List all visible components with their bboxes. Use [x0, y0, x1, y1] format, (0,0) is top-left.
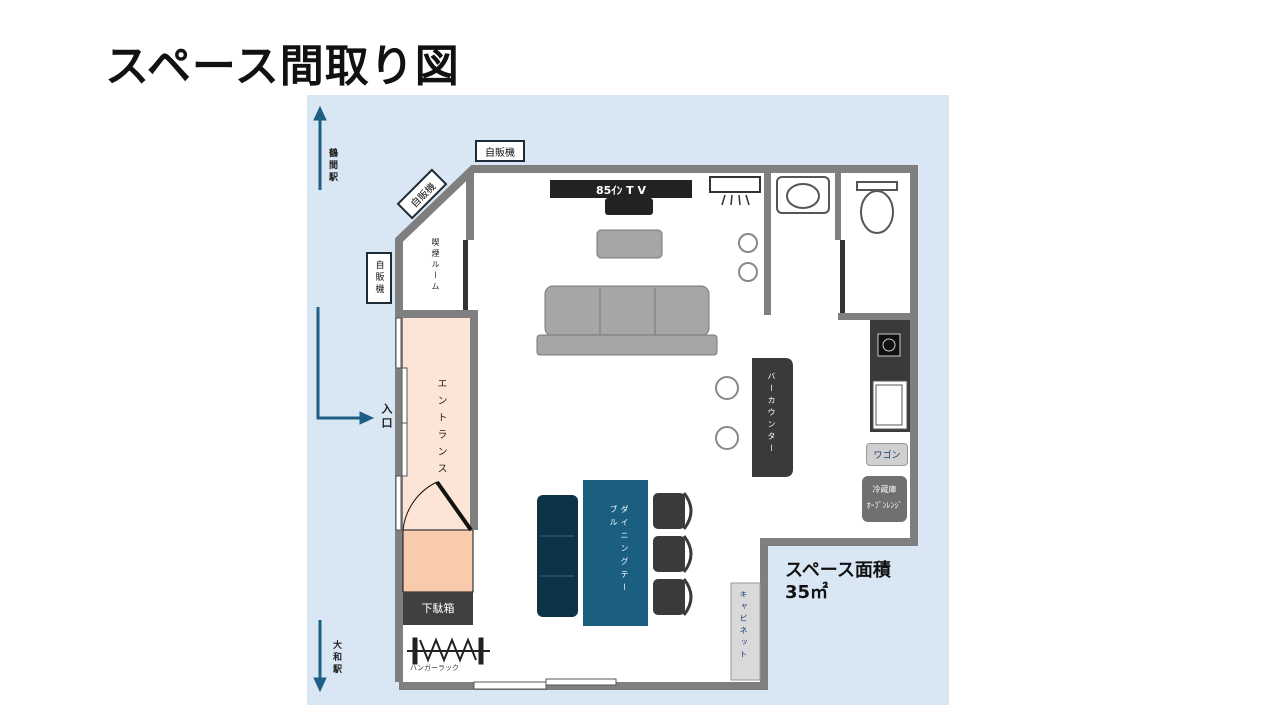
wagon: ワゴン [866, 443, 908, 466]
air-conditioner [709, 176, 761, 193]
bar-counter-label: バーカウンター [767, 372, 776, 456]
dining-table [583, 480, 648, 626]
hanger-rack-icon [407, 637, 490, 665]
ih-stove-icon [877, 333, 901, 357]
entrance-door [435, 480, 473, 532]
toilet-icon [860, 190, 894, 234]
ac-airflow-icon [721, 194, 750, 206]
left-windows [395, 317, 408, 531]
toilet-wall [835, 173, 841, 240]
cabinet [730, 582, 761, 681]
entrance-arrow-icon [316, 307, 375, 425]
entrance-room-label: エントランス [435, 378, 446, 480]
toilet-partition [840, 240, 845, 313]
hanger-rack-label: ハンガーラック [410, 664, 459, 672]
microwave-label: ｵｰﾌﾞﾝﾚﾝｼﾞ [866, 501, 903, 510]
north-arrow-icon [313, 105, 327, 190]
area-label: スペース面積 [785, 560, 891, 581]
shoe-box [403, 592, 473, 625]
dining-table-label: ダイニングテーブル [609, 505, 629, 596]
south-station-label: 大和駅 [331, 640, 341, 676]
smoking-bottom-wall [395, 310, 478, 318]
sofa [536, 285, 718, 356]
bath-wall [764, 173, 771, 315]
tv [550, 180, 692, 198]
area-info: スペース面積 35㎡ [785, 560, 891, 604]
entrance-label: 入口 [380, 403, 393, 431]
cabinet-label: キャビネット [739, 590, 748, 662]
shoe-area [402, 529, 474, 593]
tv-label: 85ｲﾝ T V [596, 184, 646, 197]
toilet-tank [856, 181, 898, 191]
bottom-doors [473, 678, 617, 690]
vending-machine-top: 自販機 [475, 140, 525, 162]
entrance-door-swing [402, 481, 438, 531]
entrance-wall [470, 310, 478, 530]
fridge-label: 冷蔵庫 [872, 485, 897, 494]
dining-bench [537, 495, 578, 617]
south-arrow-icon [313, 620, 327, 693]
entrance-area [403, 318, 473, 530]
bar-counter [752, 358, 793, 477]
north-station-label: 鶴間駅 [327, 148, 337, 184]
toilet-bottom-wall [838, 313, 914, 320]
smoking-wall [466, 173, 474, 240]
smoking-partition [463, 240, 468, 310]
tv-stand [605, 198, 653, 215]
stools [715, 233, 758, 450]
shoe-box-label: 下駄箱 [421, 602, 455, 615]
vending-machine-left: 自販機 [366, 252, 392, 304]
dining-chairs [653, 493, 685, 615]
outer-wall [395, 165, 918, 690]
fridge-microwave: 冷蔵庫 ｵｰﾌﾞﾝﾚﾝｼﾞ [862, 476, 907, 522]
smoking-room-label: 喫煙ルーム [431, 238, 440, 293]
page-title: スペース間取り図 [105, 41, 460, 92]
coffee-table [596, 229, 663, 259]
floor [403, 173, 910, 682]
area-value: 35㎡ [785, 582, 829, 603]
